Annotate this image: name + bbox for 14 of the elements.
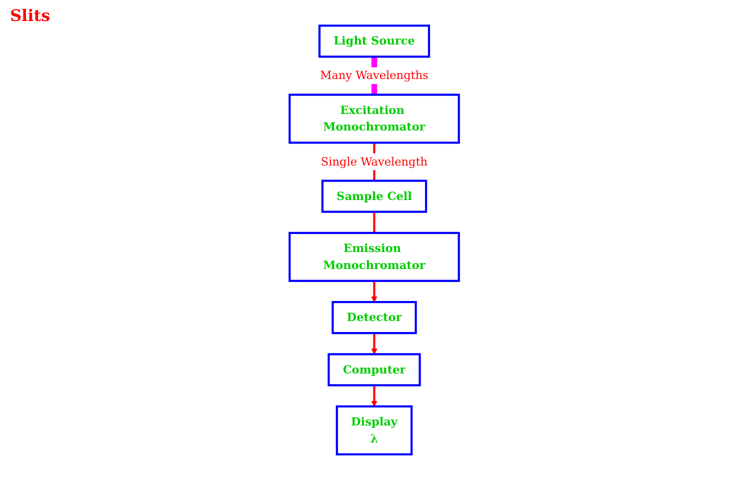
node-box: Light Source: [318, 24, 430, 58]
edge-label: Many Wavelengths: [320, 68, 429, 82]
arrow: [371, 332, 378, 354]
arrow: [371, 384, 378, 406]
edge-label: Single Wavelength: [321, 154, 428, 168]
connector: [373, 211, 376, 232]
node-box: Detector: [332, 300, 418, 334]
node-box: Display λ: [336, 404, 413, 455]
node-box: Emission Monochromator: [288, 231, 460, 282]
node-box: Computer: [328, 352, 422, 386]
node-box: Sample Cell: [322, 179, 428, 212]
arrow: [371, 280, 378, 302]
slit-label: Slits: [10, 6, 50, 25]
node-box: Excitation Monochromator: [288, 93, 460, 144]
